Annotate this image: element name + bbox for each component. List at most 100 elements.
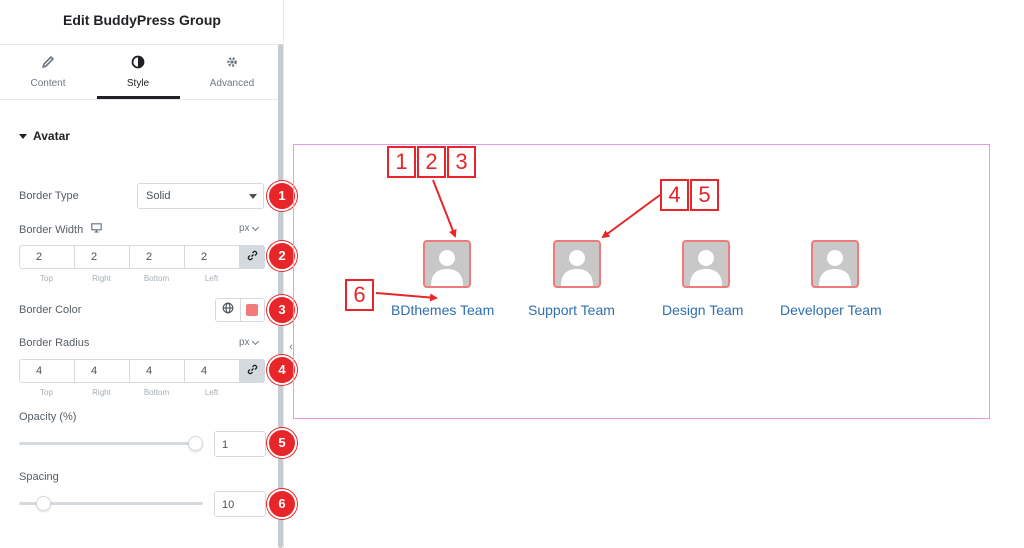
opacity-input[interactable]: 1 [214, 431, 266, 457]
opacity-slider-handle[interactable] [188, 436, 203, 451]
border-width-label: Border Width [19, 223, 103, 236]
border-width-unit-select[interactable]: px [239, 223, 259, 234]
step-badge: 1 [267, 181, 297, 211]
opacity-slider[interactable] [19, 442, 203, 445]
group-name-link[interactable]: Design Team [662, 302, 744, 318]
border-width-dim-labels: Top Right Bottom Left [19, 274, 239, 284]
divider [0, 99, 278, 100]
divider [0, 44, 284, 45]
border-width-unit: px [239, 223, 250, 234]
tab-advanced[interactable]: Advanced [186, 45, 278, 99]
color-picker-button[interactable] [241, 299, 265, 321]
border-width-right-input[interactable]: 2 [74, 245, 129, 269]
collapse-panel-button[interactable]: ‹ [289, 341, 293, 353]
border-radius-bottom-input[interactable]: 4 [129, 359, 184, 383]
spacing-label: Spacing [19, 471, 59, 483]
border-color-label-text: Border Color [19, 304, 82, 316]
spacing-slider[interactable] [19, 502, 203, 505]
border-type-select[interactable]: Solid [137, 183, 264, 209]
user-placeholder-icon [819, 250, 851, 286]
border-type-label: Border Type [19, 190, 79, 202]
border-radius-unit: px [239, 337, 250, 348]
link-icon [247, 248, 258, 266]
group-name-link[interactable]: Support Team [528, 302, 615, 318]
global-colors-button[interactable] [216, 299, 241, 321]
border-width-label-text: Border Width [19, 223, 84, 236]
border-radius-unit-select[interactable]: px [239, 337, 259, 348]
tab-style-label: Style [126, 78, 150, 89]
group-avatar[interactable] [423, 240, 471, 288]
user-placeholder-icon [561, 250, 593, 286]
callout-group-c: 6 [345, 279, 375, 311]
border-radius-label-text: Border Radius [19, 337, 90, 349]
border-color-control [215, 298, 265, 322]
border-color-label: Border Color [19, 304, 81, 316]
step-badge: 2 [267, 241, 297, 271]
border-width-left-input[interactable]: 2 [184, 245, 239, 269]
dim-label-bottom: Bottom [143, 274, 170, 283]
callout-number: 3 [447, 146, 476, 178]
chevron-down-icon [249, 194, 257, 199]
step-badge: 3 [267, 295, 297, 325]
gear-icon [186, 55, 278, 71]
panel-title: Edit BuddyPress Group [63, 12, 221, 28]
border-radius-label: Border Radius [19, 337, 89, 349]
dim-label-top: Top [40, 274, 53, 283]
widget-preview-area [293, 144, 990, 419]
dim-label-left: Left [204, 274, 219, 283]
group-avatar[interactable] [553, 240, 601, 288]
spacing-input[interactable]: 10 [214, 491, 266, 517]
callout-group-b: 4 5 [660, 179, 720, 211]
dim-label-bottom: Bottom [143, 388, 170, 397]
user-placeholder-icon [690, 250, 722, 286]
border-radius-dimensions: 4 4 4 4 [19, 359, 265, 383]
callout-number: 6 [345, 279, 374, 311]
dim-label-top: Top [40, 388, 53, 397]
link-values-button[interactable] [239, 245, 265, 269]
tab-style[interactable]: Style [92, 45, 184, 99]
user-placeholder-icon [431, 250, 463, 286]
border-width-top-input[interactable]: 2 [19, 245, 74, 269]
border-radius-right-input[interactable]: 4 [74, 359, 129, 383]
link-icon [247, 362, 258, 380]
border-type-label-text: Border Type [19, 190, 79, 202]
border-width-bottom-input[interactable]: 2 [129, 245, 184, 269]
group-name-link[interactable]: BDthemes Team [391, 302, 495, 318]
group-avatar[interactable] [682, 240, 730, 288]
active-tab-indicator [97, 96, 180, 99]
border-width-dimensions: 2 2 2 2 [19, 245, 265, 269]
step-badge: 5 [267, 428, 297, 458]
callout-group-a: 1 2 3 [387, 146, 477, 178]
spacing-slider-handle[interactable] [35, 496, 51, 511]
callout-number: 5 [690, 179, 719, 211]
caret-down-icon [19, 133, 27, 139]
step-badge: 6 [267, 489, 297, 519]
link-values-button[interactable] [239, 359, 265, 383]
opacity-label-text: Opacity (%) [19, 411, 77, 423]
border-radius-left-input[interactable]: 4 [184, 359, 239, 383]
desktop-icon[interactable] [91, 223, 103, 236]
half-circle-icon [92, 55, 184, 71]
spacing-label-text: Spacing [19, 471, 59, 483]
tab-advanced-label: Advanced [209, 78, 255, 89]
tab-content-label: Content [30, 78, 66, 89]
group-name-link[interactable]: Developer Team [780, 302, 882, 318]
dim-label-right: Right [92, 388, 111, 397]
section-title: Avatar [33, 129, 70, 143]
border-type-value: Solid [146, 190, 171, 202]
group-avatar[interactable] [811, 240, 859, 288]
border-radius-top-input[interactable]: 4 [19, 359, 74, 383]
border-radius-dim-labels: Top Right Bottom Left [19, 388, 239, 398]
tab-content[interactable]: Content [2, 45, 94, 99]
panel-tabs: Content Style Advanced [0, 45, 278, 99]
chevron-down-icon [251, 337, 259, 345]
section-avatar-toggle[interactable]: Avatar [19, 129, 70, 143]
chevron-down-icon [251, 223, 259, 231]
color-swatch [246, 304, 259, 316]
callout-number: 1 [387, 146, 416, 178]
callout-number: 4 [660, 179, 689, 211]
globe-icon [222, 301, 234, 319]
opacity-label: Opacity (%) [19, 411, 76, 423]
callout-number: 2 [417, 146, 446, 178]
